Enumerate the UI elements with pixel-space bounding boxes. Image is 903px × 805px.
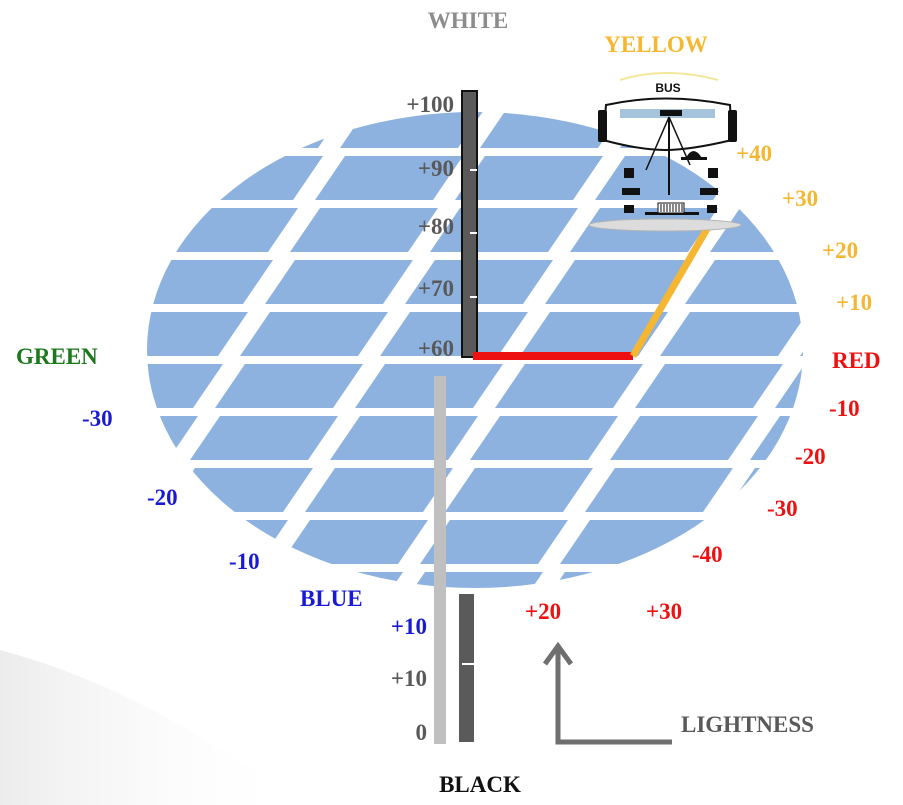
green-label: GREEN [16, 344, 98, 369]
grid-tile [290, 208, 438, 252]
grid-tile [0, 520, 8, 564]
grid-tile [265, 260, 413, 304]
grid-tile [760, 112, 803, 148]
grid-tile [875, 156, 903, 200]
grid-tile [725, 468, 803, 512]
grid-tile [455, 156, 603, 200]
grid-tile [147, 520, 148, 564]
arrow-head-icon [542, 641, 574, 666]
grid-tile [147, 156, 183, 200]
grid-tile [190, 416, 338, 460]
bus-label: BUS [655, 81, 680, 95]
lightness-stem [434, 376, 446, 744]
grid-tile [635, 364, 783, 408]
upper-lightness-bar [461, 90, 478, 358]
grid-tile [545, 260, 693, 304]
red-tick: +30 [646, 599, 682, 624]
grid-tile [495, 364, 643, 408]
yellow-label: YELLOW [604, 32, 708, 57]
grid-tile [445, 468, 593, 512]
grid-tile [0, 156, 43, 200]
blue-tick: -20 [147, 485, 178, 510]
grid-tile [355, 364, 503, 408]
scale-label: +60 [418, 336, 454, 361]
grid-tile [240, 312, 388, 356]
grid-tile [0, 572, 123, 616]
blue-value-label: +10 [391, 614, 427, 639]
grid-tile [660, 312, 803, 356]
yellow-axis-segment [629, 220, 715, 358]
grid-tile [685, 260, 803, 304]
yellow-tick: +20 [822, 238, 858, 263]
grid-tile [0, 208, 18, 252]
grid-tile [380, 312, 528, 356]
grid-tile [420, 520, 568, 564]
red-label: RED [832, 348, 881, 373]
lightness-label: LIGHTNESS [681, 712, 814, 737]
scale-label: +80 [418, 214, 454, 239]
red-tick: +20 [525, 599, 561, 624]
white-label: WHITE [428, 8, 509, 33]
grid-tile [147, 572, 263, 588]
grid-tile [675, 572, 803, 588]
grid-tile [0, 260, 133, 304]
grid-tile [147, 520, 288, 564]
grid-tile [0, 364, 83, 408]
yellow-tick: +30 [782, 186, 818, 211]
grid-tile [147, 208, 158, 252]
blue-tick: -10 [229, 549, 260, 574]
yellow-tick: +10 [836, 290, 872, 315]
lower-lightness-bar [459, 594, 474, 742]
lower-scale-label: 0 [416, 720, 428, 745]
red-tick: -10 [829, 396, 860, 421]
grid-tile [147, 416, 198, 460]
grid-tile [0, 416, 58, 460]
scale-label: +90 [418, 156, 454, 181]
grid-tile [280, 520, 428, 564]
grid-tile [305, 468, 453, 512]
grid-tile [315, 156, 463, 200]
grid-tile [147, 112, 208, 148]
grid-tile [0, 468, 33, 512]
grid-tile [0, 104, 68, 148]
scale-label: +70 [418, 276, 454, 301]
corner-swoosh [0, 650, 300, 805]
grid-tile [840, 520, 903, 564]
grid-tile [890, 416, 903, 460]
grid-tile [470, 416, 618, 460]
grid-tile [147, 260, 273, 304]
grid-tile [585, 468, 733, 512]
grid-tile [165, 468, 313, 512]
lower-scale-label: +10 [391, 666, 427, 691]
grid-tile [865, 468, 903, 512]
grid-tile [150, 208, 298, 252]
blue-label: BLUE [300, 586, 363, 611]
grid-tile [175, 156, 323, 200]
grid-tile [330, 416, 478, 460]
red-tick: -40 [692, 542, 723, 567]
grid-tile [560, 520, 708, 564]
grid-tile [395, 572, 543, 588]
red-tick: -30 [767, 496, 798, 521]
black-label: BLACK [439, 772, 521, 797]
bus-icon: BUS [588, 72, 742, 232]
red-tick: -20 [795, 444, 826, 469]
yellow-tick: +40 [736, 141, 772, 166]
grid-tile [520, 312, 668, 356]
grid-tile [147, 312, 248, 356]
grid-tile [610, 416, 758, 460]
grid-tile [147, 364, 223, 408]
blue-tick: -30 [82, 406, 113, 431]
lightness-arrow [555, 650, 672, 745]
grid-tile [200, 112, 348, 148]
scale-label: +100 [406, 92, 454, 117]
grid-tile [215, 364, 363, 408]
grid-tile [405, 260, 553, 304]
grid-tile [815, 572, 903, 616]
